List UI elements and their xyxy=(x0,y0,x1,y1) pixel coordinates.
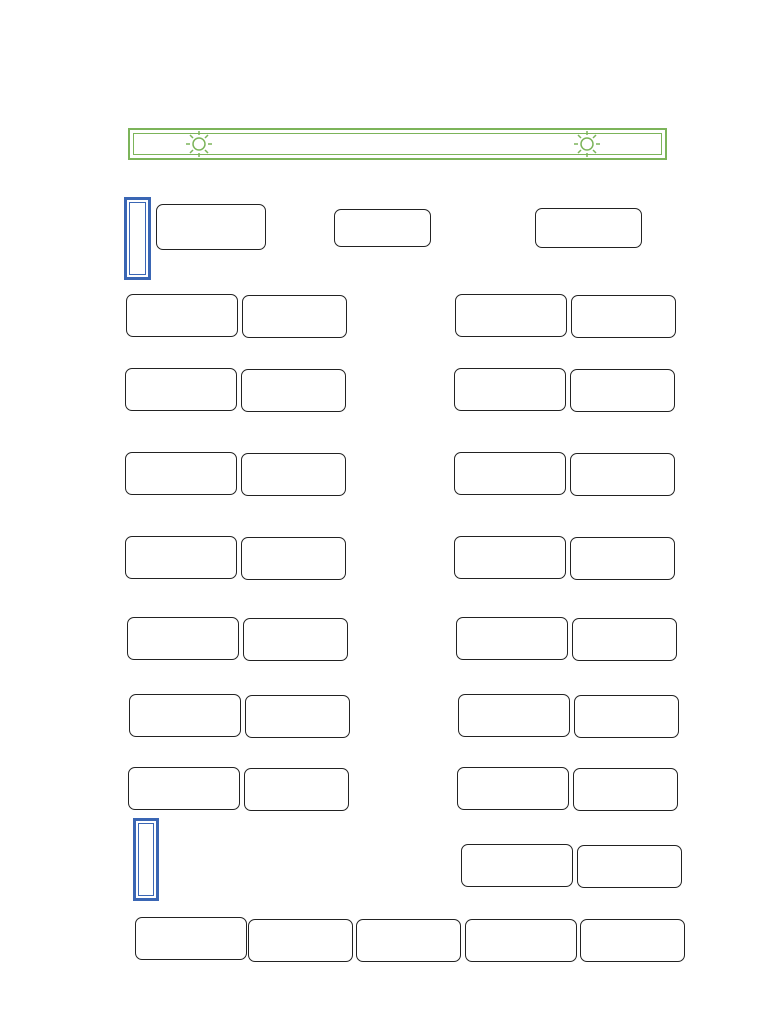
marker-bottom-inner xyxy=(138,823,154,896)
right-row-2-box-b[interactable] xyxy=(570,369,675,412)
right-row-2-box-a[interactable] xyxy=(454,368,566,411)
right-row-7-box-b[interactable] xyxy=(573,768,678,811)
right-row-1-box-b[interactable] xyxy=(571,295,676,338)
right-row-3-box-b[interactable] xyxy=(570,453,675,496)
left-row-6-box-a[interactable] xyxy=(129,694,241,737)
footer-box-3[interactable] xyxy=(356,919,461,962)
right-row-7-box-a[interactable] xyxy=(457,767,569,810)
top-banner xyxy=(128,128,667,160)
left-row-1-box-b[interactable] xyxy=(242,295,347,338)
marker-bottom xyxy=(133,818,159,901)
left-row-3-box-a[interactable] xyxy=(125,452,237,495)
left-row-1-box-a[interactable] xyxy=(126,294,238,337)
right-row-8-box-b[interactable] xyxy=(577,845,682,888)
right-row-5-box-b[interactable] xyxy=(572,618,677,661)
left-row-5-box-a[interactable] xyxy=(127,617,239,660)
footer-box-1[interactable] xyxy=(135,917,247,960)
banner-inner-frame xyxy=(133,133,662,155)
sun-icon xyxy=(574,131,600,157)
header-box-2[interactable] xyxy=(334,209,431,247)
header-box-1[interactable] xyxy=(156,204,266,250)
footer-box-4[interactable] xyxy=(465,919,577,962)
left-row-2-box-a[interactable] xyxy=(125,368,237,411)
right-row-6-box-a[interactable] xyxy=(458,694,570,737)
left-row-6-box-b[interactable] xyxy=(245,695,350,738)
sun-icon xyxy=(186,131,212,157)
right-row-3-box-a[interactable] xyxy=(454,452,566,495)
left-row-2-box-b[interactable] xyxy=(241,369,346,412)
left-row-7-box-a[interactable] xyxy=(128,767,240,810)
left-row-4-box-b[interactable] xyxy=(241,537,346,580)
right-row-1-box-a[interactable] xyxy=(455,294,567,337)
right-row-5-box-a[interactable] xyxy=(456,617,568,660)
left-row-3-box-b[interactable] xyxy=(241,453,346,496)
marker-top-inner xyxy=(129,202,146,275)
left-row-5-box-b[interactable] xyxy=(243,618,348,661)
footer-box-5[interactable] xyxy=(580,919,685,962)
header-box-3[interactable] xyxy=(535,208,642,248)
right-row-4-box-a[interactable] xyxy=(454,536,566,579)
right-row-6-box-b[interactable] xyxy=(574,695,679,738)
right-row-4-box-b[interactable] xyxy=(570,537,675,580)
left-row-7-box-b[interactable] xyxy=(244,768,349,811)
footer-box-2[interactable] xyxy=(248,919,353,962)
marker-top xyxy=(124,197,151,280)
left-row-4-box-a[interactable] xyxy=(125,536,237,579)
right-row-8-box-a[interactable] xyxy=(461,844,573,887)
